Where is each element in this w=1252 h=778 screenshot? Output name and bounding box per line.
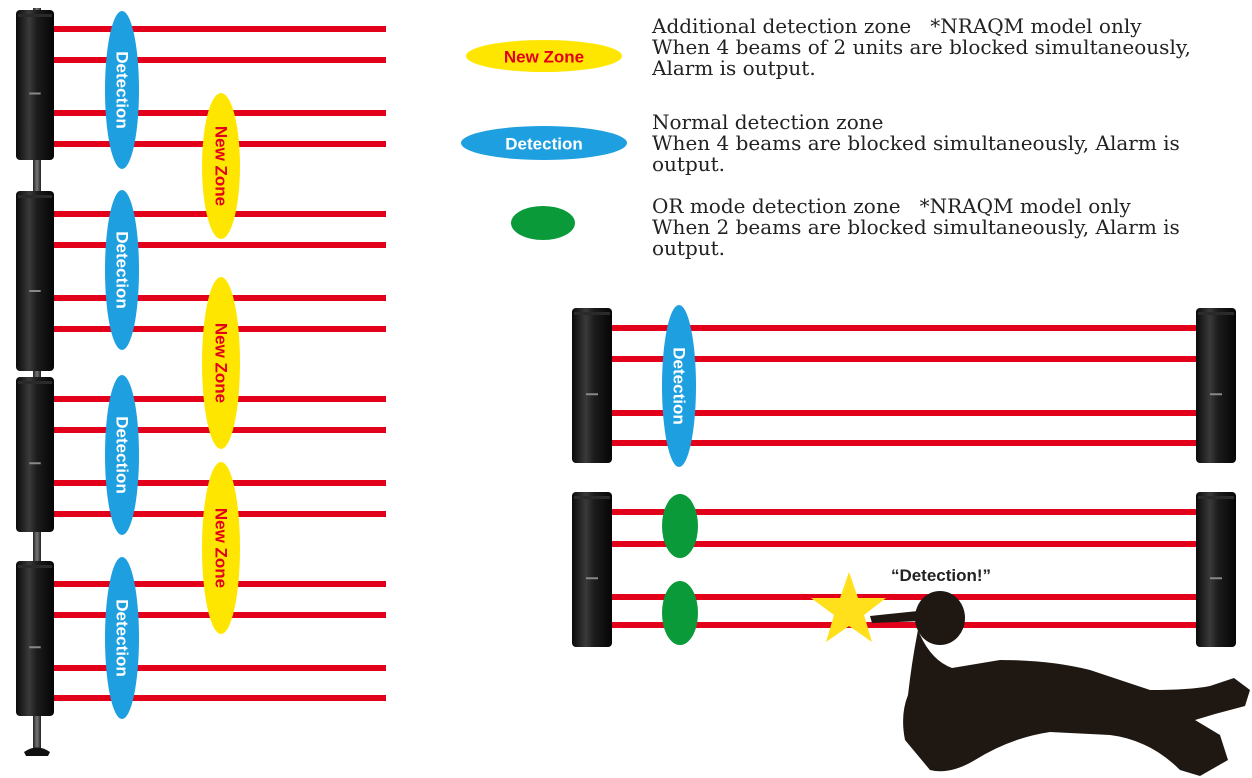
legend-or-mode-line-3: output.: [652, 236, 726, 260]
detection-zone-4: Detection: [105, 557, 139, 719]
legend-detection-line-1: Normal detection zone: [652, 110, 884, 134]
detection-zone-label: Detection: [113, 231, 132, 308]
ir-beam: [600, 594, 1200, 600]
or-zone-upper: [662, 494, 698, 558]
sensor-led: [1210, 393, 1222, 396]
sensor-housing: [572, 492, 612, 647]
legend-detection-line-2: When 4 beams are blocked simultaneously,…: [652, 131, 1180, 155]
detection-zone-label: Detection: [113, 599, 132, 676]
sensor-led: [29, 92, 41, 95]
ir-beam: [40, 26, 386, 32]
sensor-cap: [574, 496, 610, 499]
or-zone-lower: [662, 581, 698, 645]
right-normal-system: Detection: [572, 305, 1236, 467]
right-detection-zone: Detection: [662, 305, 696, 467]
sensor-housing: [1196, 492, 1236, 647]
right-bottom-sensor-units: [572, 492, 1236, 647]
legend-new-zone-line-2: When 4 beams of 2 units are blocked simu…: [652, 35, 1191, 59]
detection-callout: “Detection!”: [891, 566, 991, 585]
legend-badges: New Zone Detection: [461, 40, 627, 240]
sensor-led: [29, 646, 41, 649]
right-top-beams: [600, 325, 1200, 446]
sensor-cap: [574, 312, 610, 315]
ir-beam: [600, 325, 1200, 331]
crawling-person-silhouette: [870, 591, 1250, 776]
right-detection-zone-label: Detection: [670, 347, 689, 424]
legend-new-zone-line-1: Additional detection zone *NRAQM model o…: [652, 14, 1142, 38]
sensor-led: [1210, 577, 1222, 580]
sensor-housing: [572, 308, 612, 463]
sensor-cap: [18, 381, 52, 384]
new-zone-label: New Zone: [212, 323, 231, 403]
sensor-cap: [18, 195, 52, 198]
ir-beam: [600, 509, 1200, 515]
ir-beam: [40, 57, 386, 63]
ir-beam: [40, 665, 386, 671]
pole-base: [24, 747, 50, 756]
sensor-cap: [1198, 312, 1234, 315]
sensor-unit: [1196, 308, 1236, 463]
sensor-unit: [572, 308, 612, 463]
legend-detection-badge-label: Detection: [505, 135, 582, 154]
left-detection-zones: Detection Detection Detection Detection: [105, 11, 139, 719]
detection-zone-2: Detection: [105, 190, 139, 350]
right-top-sensor-units: [572, 308, 1236, 463]
left-sensor-units: [16, 10, 54, 716]
detection-zone-3: Detection: [105, 375, 139, 535]
sensor-cap: [18, 565, 52, 568]
ir-beam: [40, 242, 386, 248]
sensor-housing: [16, 377, 54, 532]
sensor-unit: [16, 377, 54, 532]
legend-or-mode-line-2: When 2 beams are blocked simultaneously,…: [652, 215, 1180, 239]
sensor-unit: [572, 492, 612, 647]
impact-star-icon: [811, 572, 886, 642]
legend-new-zone-badge: New Zone: [466, 40, 622, 72]
ir-beam: [600, 622, 1200, 628]
ir-beam: [600, 440, 1200, 446]
sensor-led: [29, 462, 41, 465]
ir-beam: [600, 410, 1200, 416]
new-zone-1: New Zone: [202, 93, 240, 239]
sensor-cap: [18, 14, 52, 17]
detection-zone-label: Detection: [113, 416, 132, 493]
new-zone-3: New Zone: [202, 462, 240, 634]
sensor-led: [29, 290, 41, 292]
legend-or-mode-line-1: OR mode detection zone *NRAQM model only: [652, 194, 1131, 218]
legend-new-zone-badge-label: New Zone: [504, 48, 584, 67]
right-or-mode-system: “Detection!”: [572, 492, 1250, 776]
legend-or-mode-badge: [511, 206, 575, 240]
right-bottom-beams: [600, 509, 1200, 628]
legend-new-zone-description: Additional detection zone *NRAQM model o…: [652, 16, 1252, 79]
legend-or-mode-description: OR mode detection zone *NRAQM model only…: [652, 196, 1252, 259]
ir-beam: [40, 695, 386, 701]
legend-detection-line-3: output.: [652, 152, 726, 176]
sensor-led: [586, 393, 598, 396]
sensor-housing: [16, 561, 54, 716]
sensor-unit: [1196, 492, 1236, 647]
ir-beam: [600, 356, 1200, 362]
new-zone-label: New Zone: [212, 126, 231, 206]
sensor-led: [586, 577, 598, 580]
ir-beam: [600, 541, 1200, 547]
sensor-housing: [16, 191, 54, 371]
sensor-unit: [16, 191, 54, 371]
legend-new-zone-line-3: Alarm is output.: [652, 56, 816, 80]
legend-detection-description: Normal detection zone When 4 beams are b…: [652, 112, 1252, 175]
sensor-unit: [16, 10, 54, 160]
legend-detection-badge: Detection: [461, 126, 627, 160]
sensor-cap: [1198, 496, 1234, 499]
new-zone-2: New Zone: [202, 277, 240, 449]
left-stacked-tower-system: Detection Detection Detection Detection …: [16, 8, 386, 756]
left-new-zones: New Zone New Zone New Zone: [202, 93, 240, 634]
detection-zone-1: Detection: [105, 11, 139, 169]
sensor-unit: [16, 561, 54, 716]
new-zone-label: New Zone: [212, 508, 231, 588]
detection-zone-label: Detection: [113, 51, 132, 128]
sensor-housing: [1196, 308, 1236, 463]
sensor-housing: [16, 10, 54, 160]
